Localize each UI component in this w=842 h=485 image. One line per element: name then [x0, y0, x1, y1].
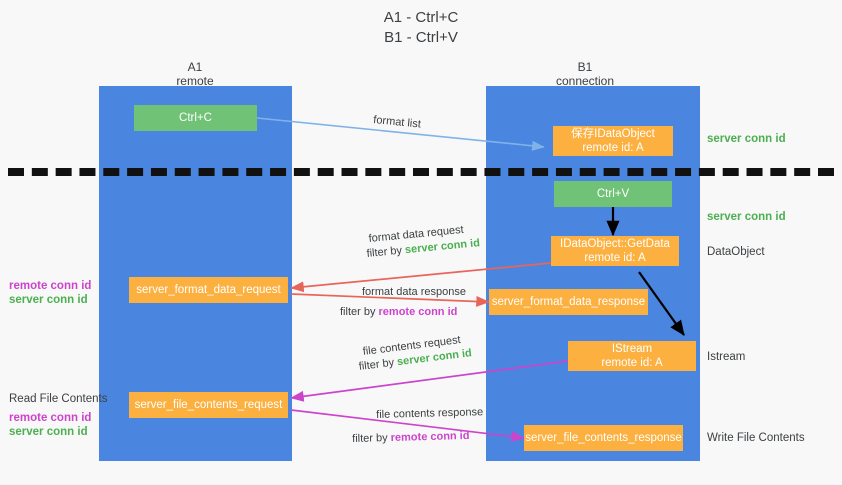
title-line-2: B1 - Ctrl+V [384, 29, 458, 46]
column-header-b1-sub: connection [555, 74, 615, 88]
edge-label-file-contents-response-filter: filter by remote conn id [352, 429, 470, 447]
side-label-server-conn-id-top: server conn id [707, 133, 786, 145]
box-idataobject-getdata[interactable]: IDataObject::GetData remote id: A [551, 236, 679, 266]
side-label-istream: Istream [707, 351, 746, 363]
box-save-idataobject-sub: remote id: A [582, 142, 644, 154]
title-line-1: A1 - Ctrl+C [383, 9, 459, 26]
side-label-server-conn-id-mid: server conn id [707, 211, 786, 223]
side-label-write-file-contents: Write File Contents [707, 432, 805, 444]
box-ctrl-v-label: Ctrl+V [596, 188, 630, 200]
box-server-file-contents-request-label: server_file_contents_request [134, 399, 283, 411]
filter-prefix: filter by [358, 356, 398, 373]
box-save-idataobject[interactable]: 保存IDataObject remote id: A [553, 126, 673, 156]
box-ctrl-c-label: Ctrl+C [179, 112, 212, 124]
side-label-read-file-contents: Read File Contents [9, 393, 108, 405]
box-istream-sub: remote id: A [601, 357, 663, 369]
box-server-format-data-response[interactable]: server_format_data_response [489, 289, 648, 315]
box-server-format-data-response-label: server_format_data_response [491, 296, 646, 308]
side-label-remote-conn-id-b: remote conn id [9, 412, 92, 424]
edge-label-format-data-response: format data response [362, 286, 466, 298]
box-server-format-data-request[interactable]: server_format_data_request [129, 277, 288, 303]
page-title: A1 - Ctrl+C B1 - Ctrl+V [0, 8, 842, 48]
edge-label-format-list: format list [372, 113, 422, 131]
box-istream[interactable]: IStream remote id: A [568, 341, 696, 371]
box-server-format-data-request-label: server_format_data_request [136, 284, 281, 296]
column-header-a1: A1 remote [135, 60, 255, 88]
filter-prefix: filter by [366, 244, 406, 260]
column-header-b1-name: B1 [577, 60, 593, 74]
box-server-file-contents-request[interactable]: server_file_contents_request [129, 392, 288, 418]
box-ctrl-c[interactable]: Ctrl+C [134, 105, 257, 131]
filter-prefix: filter by [340, 306, 379, 318]
column-header-a1-sub: remote [176, 74, 214, 88]
side-label-remote-conn-id-a: remote conn id [9, 280, 92, 292]
box-server-file-contents-response-label: server_file_contents_response [525, 432, 682, 444]
box-save-idataobject-label: 保存IDataObject [571, 128, 655, 140]
box-ctrl-v[interactable]: Ctrl+V [554, 181, 672, 207]
filter-prefix: filter by [352, 431, 391, 445]
filter-key-remote-conn-id: remote conn id [390, 429, 470, 444]
edge-label-format-data-response-filter: filter by remote conn id [340, 305, 457, 320]
box-idataobject-getdata-sub: remote id: A [584, 252, 646, 264]
box-idataobject-getdata-label: IDataObject::GetData [560, 238, 670, 250]
side-label-server-conn-id-a: server conn id [9, 294, 88, 306]
box-istream-label: IStream [611, 343, 653, 355]
side-label-dataobject: DataObject [707, 246, 765, 258]
phase-divider [8, 168, 834, 176]
filter-key-remote-conn-id: remote conn id [378, 306, 458, 318]
edge-label-file-contents-response: file contents response [376, 406, 484, 421]
box-server-file-contents-response[interactable]: server_file_contents_response [524, 425, 683, 451]
column-header-a1-name: A1 [187, 60, 203, 74]
side-label-server-conn-id-b: server conn id [9, 426, 88, 438]
column-header-b1: B1 connection [525, 60, 645, 88]
